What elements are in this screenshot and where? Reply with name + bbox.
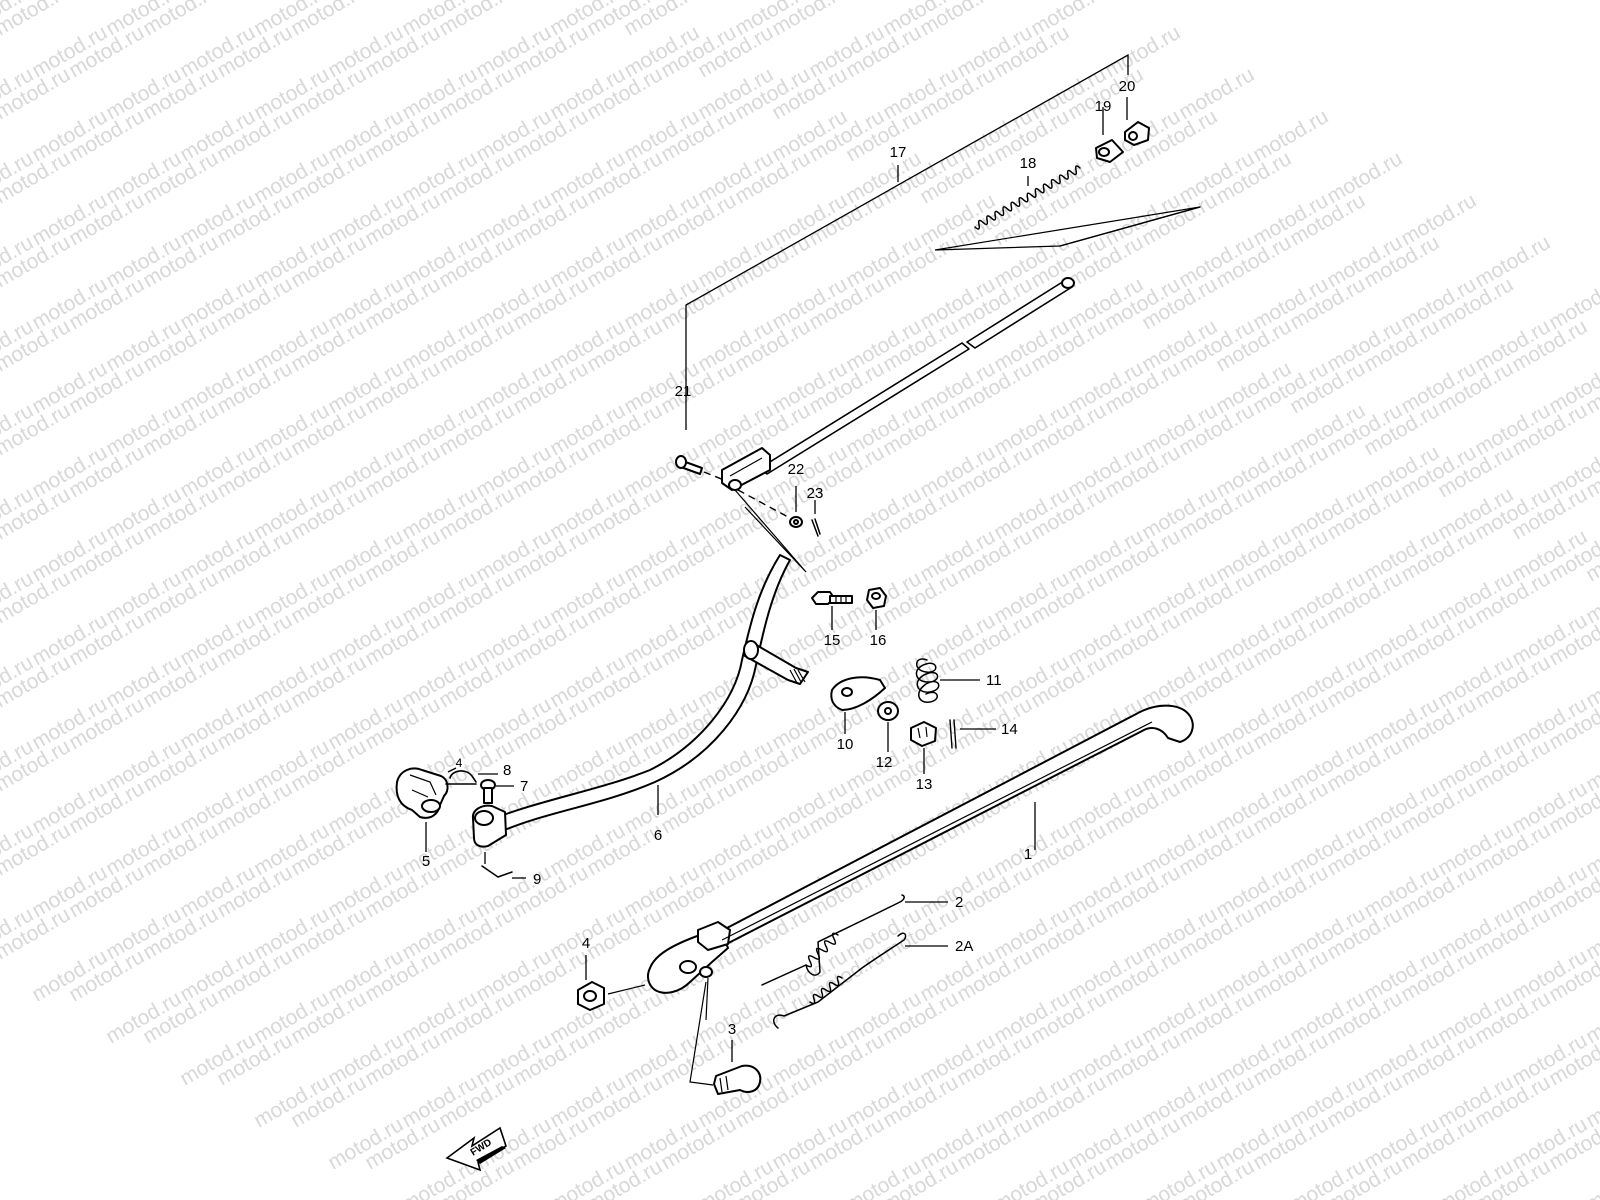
clip-4-8 (445, 767, 498, 785)
callout-label: 7 (520, 778, 528, 795)
callout-label: 16 (870, 632, 887, 649)
watermark-text: motod.ru (1582, 1155, 1600, 1200)
watermark-text: motod.ru (1175, 63, 1258, 124)
callout-label: 4 (582, 935, 590, 952)
washer-22 (737, 486, 803, 528)
spring-11 (915, 658, 980, 703)
callout-label: 19 (1095, 98, 1112, 115)
callout-label: 23 (807, 485, 824, 502)
pin-21 (675, 455, 725, 481)
bolt-7 (480, 779, 514, 804)
callout-label: 4 (456, 756, 463, 770)
spring-18 (974, 165, 1081, 230)
cotter-pin-14 (949, 719, 996, 749)
callout-label: 21 (675, 383, 692, 400)
watermark-text: motod.ru (1249, 105, 1332, 166)
bolt-15 (811, 591, 853, 630)
cap-20 (1124, 121, 1150, 146)
watermark-text: motod.ru (1471, 231, 1554, 292)
callout-label: 22 (788, 461, 805, 478)
cotter-pin-23 (811, 500, 821, 537)
watermark-text: motod.ru (1397, 189, 1480, 250)
callout-label: 9 (533, 871, 541, 888)
brake-cable (721, 206, 1201, 491)
callout-label: 2 (955, 894, 963, 911)
callout-label: 3 (728, 1021, 736, 1038)
nut-13 (910, 721, 937, 774)
nut-4 (577, 955, 646, 1011)
side-stand-1 (646, 704, 1194, 994)
callout-label: 13 (916, 776, 933, 793)
watermark-text: motod.ru (1323, 147, 1406, 208)
callout-label: 18 (1020, 155, 1037, 172)
callout-label: 1 (1024, 846, 1032, 863)
rubber-5 (395, 767, 449, 852)
watermark-text: motod.ru (1101, 21, 1184, 82)
bracket-17 (685, 53, 1129, 430)
callout-label: 5 (422, 853, 430, 870)
callout-label: 17 (890, 144, 907, 161)
nut-16 (866, 587, 887, 630)
callout-label: 2A (955, 938, 973, 955)
cap-19 (1095, 139, 1124, 163)
callout-label: 6 (654, 827, 662, 844)
callout-labels: 1 2 2A 3 4 4 5 6 7 8 9 10 11 12 13 14 15… (422, 78, 1136, 1038)
callout-label: 14 (1001, 721, 1018, 738)
washer-12 (877, 701, 899, 752)
callout-label: 20 (1119, 78, 1136, 95)
spring-2 (761, 894, 948, 986)
callout-label: 15 (824, 632, 841, 649)
spring-2a (773, 932, 948, 1029)
callout-label: 11 (986, 672, 1002, 689)
bolt-3 (689, 977, 762, 1095)
callout-label: 12 (876, 754, 893, 771)
brake-pedal-6 (471, 489, 809, 848)
pin-9 (481, 852, 526, 879)
callout-label: 8 (503, 762, 511, 779)
plate-10 (830, 676, 886, 734)
callout-label: 10 (837, 736, 854, 753)
